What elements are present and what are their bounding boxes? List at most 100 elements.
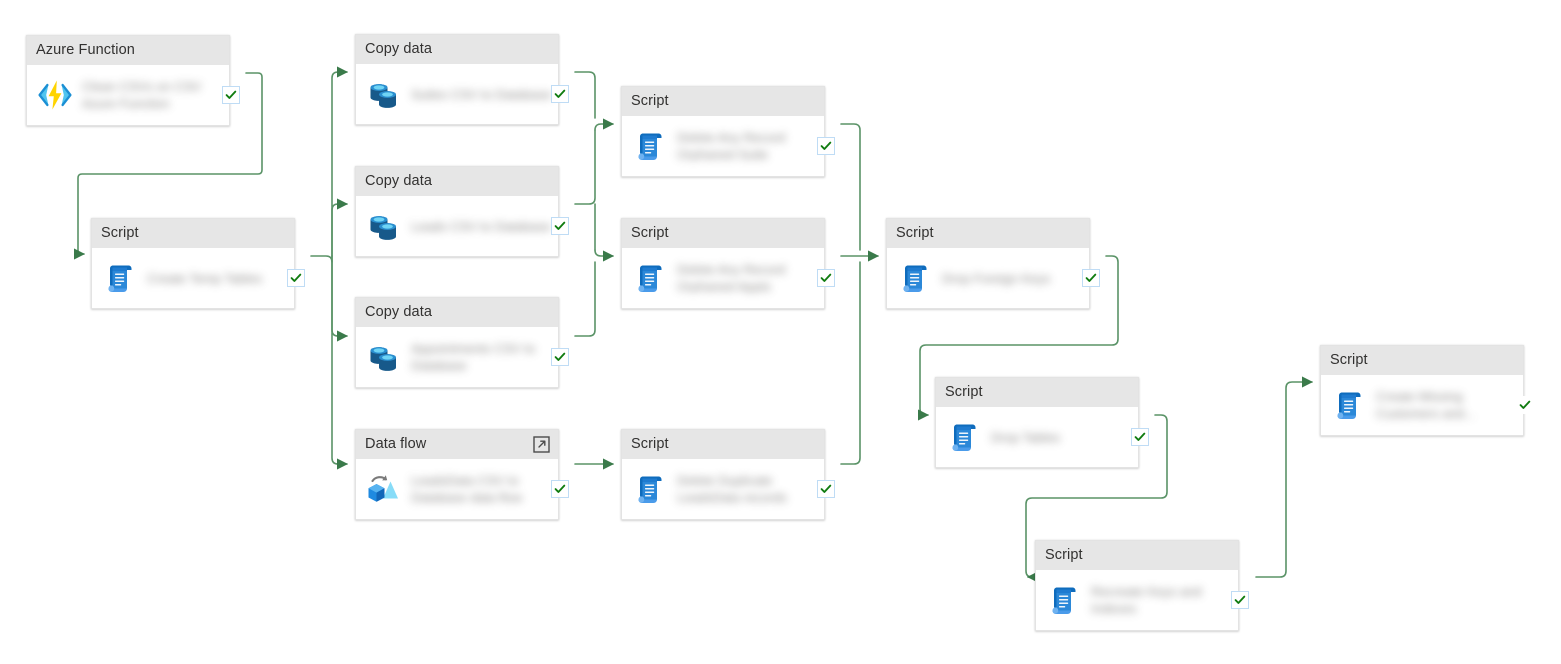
activity-name-label: Delete Any Record Orphaned Appts	[677, 262, 786, 294]
success-output-handle[interactable]	[1231, 591, 1249, 609]
activity-body: LeadsData CSV to Database data flow	[356, 459, 558, 519]
activity-header: Script	[936, 378, 1138, 407]
activity-type-label: Script	[631, 225, 669, 242]
activity-body: Recreate Keys and Indexes	[1036, 570, 1238, 630]
activity-node-copy-appointments-csv[interactable]: Copy data Appointments CSV to Database	[355, 297, 569, 388]
activity-node-dataflow-leadsdata[interactable]: Data flow LeadsData CSV to Database data…	[355, 429, 569, 520]
activity-name-label: Recreate Keys and Indexes	[1091, 584, 1202, 616]
edge-recreate-to-create-missing	[1255, 376, 1314, 578]
success-output-handle[interactable]	[817, 480, 835, 498]
success-output-handle[interactable]	[287, 269, 305, 287]
activity-type-label: Script	[945, 384, 983, 401]
edge-copy-suites-stub	[574, 71, 596, 119]
activity-node-delete-orphaned-suites[interactable]: Script Delete Any Record Orphaned Suite	[621, 86, 835, 177]
edge-copy-to-delete-appts	[594, 249, 615, 262]
activity-type-label: Script	[631, 436, 669, 453]
activity-body: Delete Duplicate LeadsData records	[622, 459, 824, 519]
activity-name-label: Appointments CSV to Database	[411, 341, 536, 373]
script-icon	[631, 259, 669, 297]
activity-name-label: Drop Tables	[991, 429, 1061, 445]
activity-header: Copy data	[356, 298, 558, 327]
activity-type-label: Copy data	[365, 304, 432, 321]
activity-node-delete-duplicate-leadsdata[interactable]: Script Delete Duplicate LeadsData record…	[621, 429, 835, 520]
activity-body: Leads CSV to Database	[356, 196, 558, 256]
activity-header: Script	[622, 87, 824, 116]
success-output-handle[interactable]	[551, 217, 569, 235]
activity-header: Azure Function	[27, 36, 229, 65]
edge-create-temp-to-dataflow	[331, 255, 349, 470]
success-output-handle[interactable]	[1516, 396, 1534, 414]
activity-type-label: Script	[101, 225, 139, 242]
activity-node-create-temp-tables[interactable]: Script Create Temp Tables	[91, 218, 305, 309]
activity-name-label: Create Temp Tables	[147, 270, 263, 286]
activity-header: Script	[622, 430, 824, 459]
activity-type-label: Azure Function	[36, 42, 135, 59]
activity-type-label: Script	[1330, 352, 1368, 369]
edge-create-temp-trunk	[310, 255, 333, 263]
script-icon	[631, 127, 669, 165]
activity-type-label: Copy data	[365, 41, 432, 58]
activity-node-drop-foreign-keys[interactable]: Script Drop Foreign Keys	[886, 218, 1100, 309]
script-icon	[631, 470, 669, 508]
activity-body: Delete Any Record Orphaned Suite	[622, 116, 824, 176]
activity-body: Delete Any Record Orphaned Appts	[622, 248, 824, 308]
activity-node-delete-orphaned-appts[interactable]: Script Delete Any Record Orphaned Appts	[621, 218, 835, 309]
activity-body: Create Temp Tables	[92, 248, 294, 308]
script-icon	[1330, 386, 1368, 424]
activity-type-label: Script	[631, 93, 669, 110]
activity-name-label: Create Missing Customers and...	[1376, 389, 1475, 421]
success-output-handle[interactable]	[551, 348, 569, 366]
activity-node-drop-tables[interactable]: Script Drop Tables	[935, 377, 1149, 468]
external-link-icon[interactable]	[533, 436, 550, 453]
success-output-handle[interactable]	[817, 137, 835, 155]
activity-node-copy-leads-csv[interactable]: Copy data Leads CSV to Database	[355, 166, 569, 257]
activity-name-label: Drop Foreign Keys	[942, 270, 1051, 286]
activity-node-create-missing-customers[interactable]: Script Create Missing Customers and...	[1320, 345, 1534, 436]
azure-function-icon	[36, 76, 74, 114]
edge-create-temp-to-copy-suites	[331, 66, 349, 257]
script-icon	[101, 259, 139, 297]
activity-type-label: Copy data	[365, 173, 432, 190]
activity-body: Drop Tables	[936, 407, 1138, 467]
activity-header: Copy data	[356, 35, 558, 64]
success-output-handle[interactable]	[222, 86, 240, 104]
copy-data-icon	[365, 338, 403, 376]
activity-header: Script	[1321, 346, 1523, 375]
activity-type-label: Data flow	[365, 436, 427, 453]
activity-node-copy-suites-csv[interactable]: Copy data Suites CSV to Database	[355, 34, 569, 125]
activity-header: Script	[887, 219, 1089, 248]
activity-header: Copy data	[356, 167, 558, 196]
activity-name-label: LeadsData CSV to Database data flow	[411, 473, 523, 505]
activity-body: Drop Foreign Keys	[887, 248, 1089, 308]
activity-name-label: Delete Any Record Orphaned Suite	[677, 130, 786, 162]
activity-type-label: Script	[1045, 547, 1083, 564]
copy-data-icon	[365, 75, 403, 113]
activity-body: Appointments CSV to Database	[356, 327, 558, 387]
activity-node-recreate-keys-indexes[interactable]: Script Recreate Keys and Indexes	[1035, 540, 1249, 631]
activity-body: Suites CSV to Database	[356, 64, 558, 124]
success-output-handle[interactable]	[1131, 428, 1149, 446]
activity-header: Data flow	[356, 430, 558, 459]
edge-create-temp-to-copy-leads	[331, 198, 349, 257]
copy-data-icon	[365, 207, 403, 245]
success-output-handle[interactable]	[551, 480, 569, 498]
activity-node-azure-function[interactable]: Azure Function Clean CSVs on CSV Azure F…	[26, 35, 240, 126]
success-output-handle[interactable]	[1082, 269, 1100, 287]
edge-copy-appts-stub	[574, 261, 596, 337]
activity-name-label: Clean CSVs on CSV Azure Function	[82, 79, 202, 111]
script-icon	[945, 418, 983, 456]
success-output-handle[interactable]	[817, 269, 835, 287]
edge-create-temp-to-copy-appts	[331, 255, 349, 342]
activity-header: Script	[92, 219, 294, 248]
success-output-handle[interactable]	[551, 85, 569, 103]
script-icon	[896, 259, 934, 297]
edge-copy-leads-stub	[574, 129, 596, 205]
activity-body: Clean CSVs on CSV Azure Function	[27, 65, 229, 125]
script-icon	[1045, 581, 1083, 619]
edge-delete-suites-stub	[840, 123, 861, 251]
activity-body: Create Missing Customers and...	[1321, 375, 1523, 435]
activity-header: Script	[1036, 541, 1238, 570]
activity-name-label: Leads CSV to Database	[411, 218, 551, 234]
edge-copy-to-delete-suites	[594, 118, 615, 131]
